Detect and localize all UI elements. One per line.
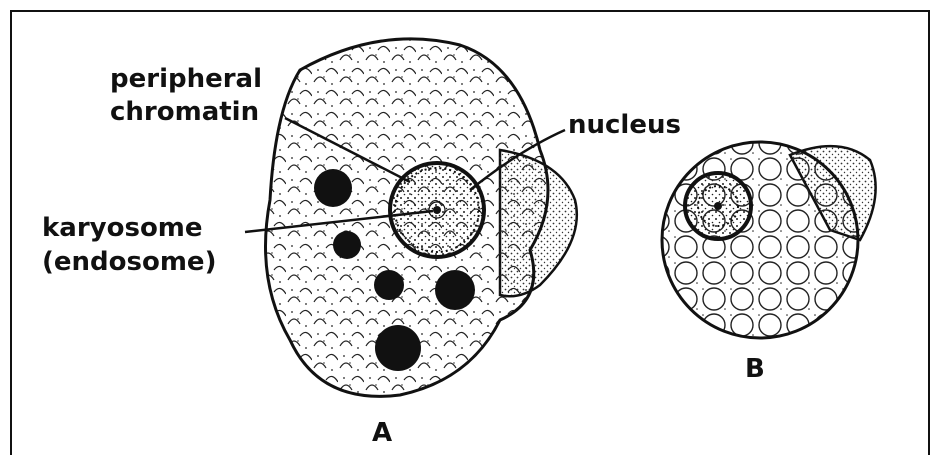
food-vacuole [314,169,352,207]
cell-b-body [662,142,858,338]
food-vacuole [375,325,421,371]
label-karyosome-line2: (endosome) [42,247,216,277]
label-cell-b: B [745,354,765,384]
label-peripheral-line2: chromatin [110,97,259,127]
label-peripheral-line1: peripheral [110,64,262,94]
food-vacuole [333,231,361,259]
label-cell-a: A [372,418,392,448]
food-vacuole [435,270,475,310]
cell-b-karyosome [714,202,722,210]
karyosome [433,206,441,214]
cell-a [266,39,577,396]
food-vacuole [374,270,404,300]
label-nucleus: nucleus [568,110,681,140]
label-karyosome-line1: karyosome [42,213,203,243]
cell-b [662,142,876,338]
